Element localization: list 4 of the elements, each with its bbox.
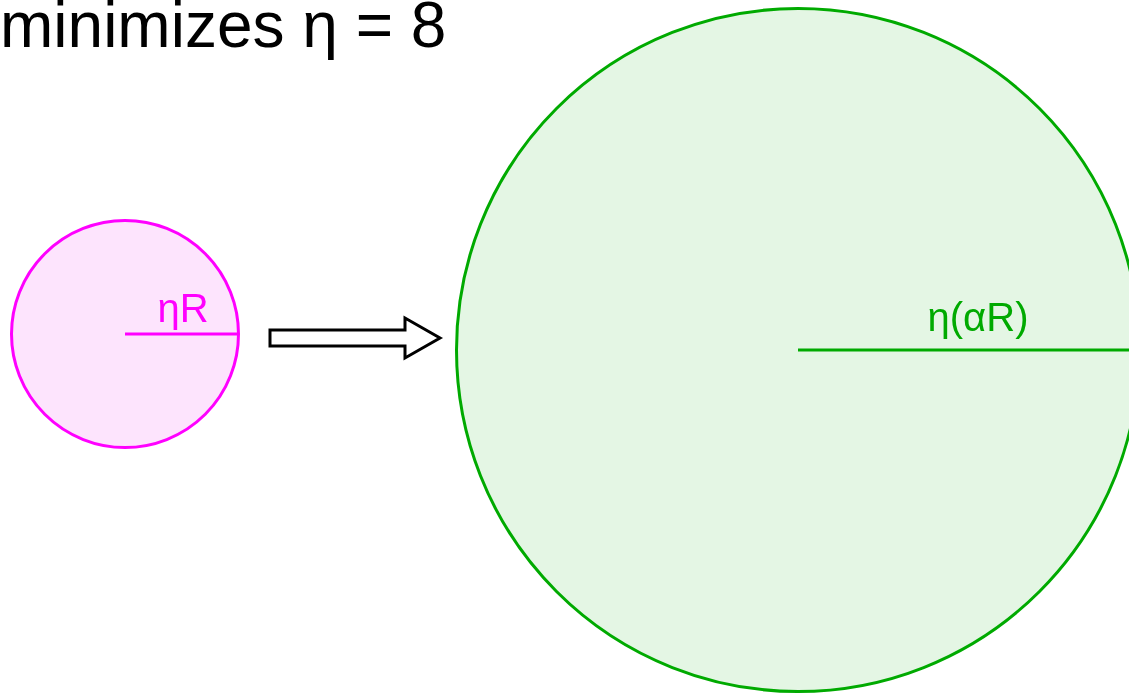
radius-label: η(αR) (927, 295, 1029, 340)
radius-label: ηR (157, 286, 209, 331)
title: minimizes η = 8 (0, 0, 447, 62)
block-arrow (268, 315, 444, 361)
